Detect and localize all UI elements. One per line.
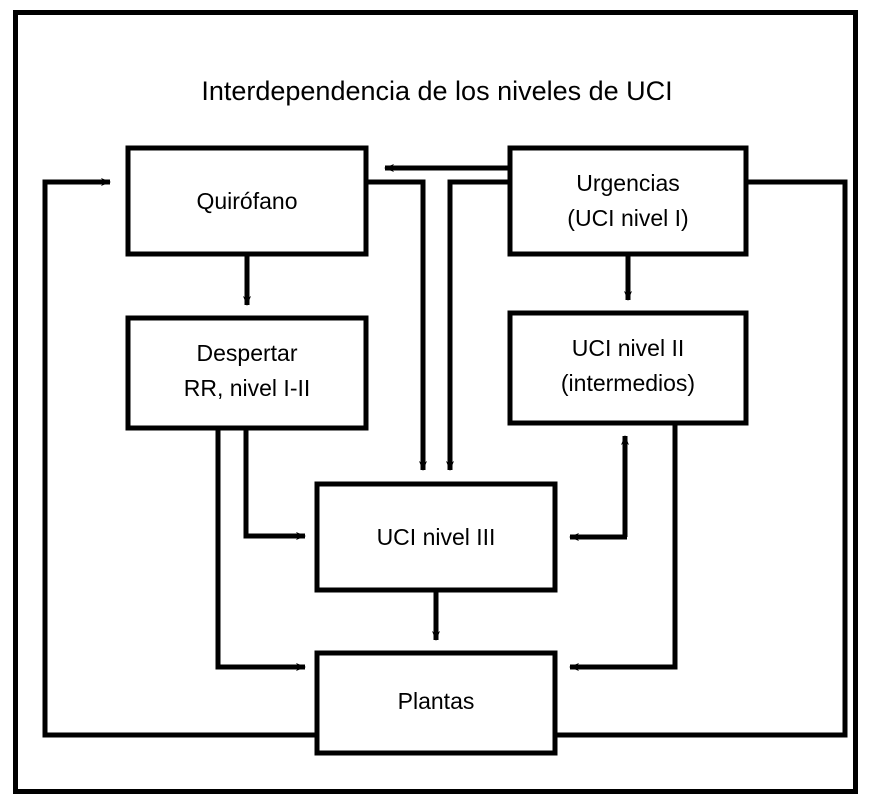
node-uci-nivel-ii[interactable]: UCI nivel II (intermedios) — [507, 310, 749, 426]
node-quirofano[interactable]: Quirófano — [125, 145, 369, 257]
node-uci-nivel-iii-label-line-1: UCI nivel III — [377, 524, 496, 550]
node-urgencias-label-line-2: (UCI nivel I) — [567, 205, 688, 231]
edge-urgencias-to-plantas-right — [555, 179, 848, 738]
node-quirofano-label-line-1: Quirófano — [196, 188, 297, 214]
diagram-frame — [13, 10, 858, 794]
node-plantas[interactable]: Plantas — [314, 650, 558, 756]
edge-quirofano-to-uci-iii — [366, 179, 427, 471]
node-uci-nivel-iii-box[interactable] — [314, 481, 558, 593]
node-despertar-label-line-1: Despertar — [197, 340, 298, 366]
node-uci-nivel-ii-label-line-2: (intermedios) — [561, 370, 695, 396]
node-uci-nivel-ii-box[interactable] — [507, 310, 749, 426]
edge-despertar-to-uci-iii — [243, 428, 306, 540]
node-uci-nivel-iii[interactable]: UCI nivel III — [314, 481, 558, 593]
node-quirofano-box[interactable] — [125, 145, 369, 257]
node-urgencias-box[interactable] — [507, 145, 749, 257]
node-urgencias-label-line-1: Urgencias — [576, 170, 680, 196]
node-uci-nivel-ii-label-line-1: UCI nivel II — [572, 335, 684, 361]
connector-layer — [42, 164, 848, 738]
node-plantas-box[interactable] — [314, 650, 558, 756]
edge-uci-ii-to-plantas — [569, 423, 678, 671]
diagram-title: Interdependencia de los niveles de UCI — [201, 76, 672, 106]
node-urgencias[interactable]: Urgencias (UCI nivel I) — [507, 145, 749, 257]
edge-urgencias-to-uci-iii — [446, 179, 510, 471]
edge-despertar-to-plantas — [215, 428, 306, 671]
node-despertar-box[interactable] — [125, 315, 369, 431]
edge-plantas-to-quirofano — [42, 178, 317, 738]
node-despertar-label-line-2: RR, nivel I-II — [184, 375, 311, 401]
node-despertar[interactable]: Despertar RR, nivel I-II — [125, 315, 369, 431]
node-plantas-label-line-1: Plantas — [398, 688, 475, 714]
